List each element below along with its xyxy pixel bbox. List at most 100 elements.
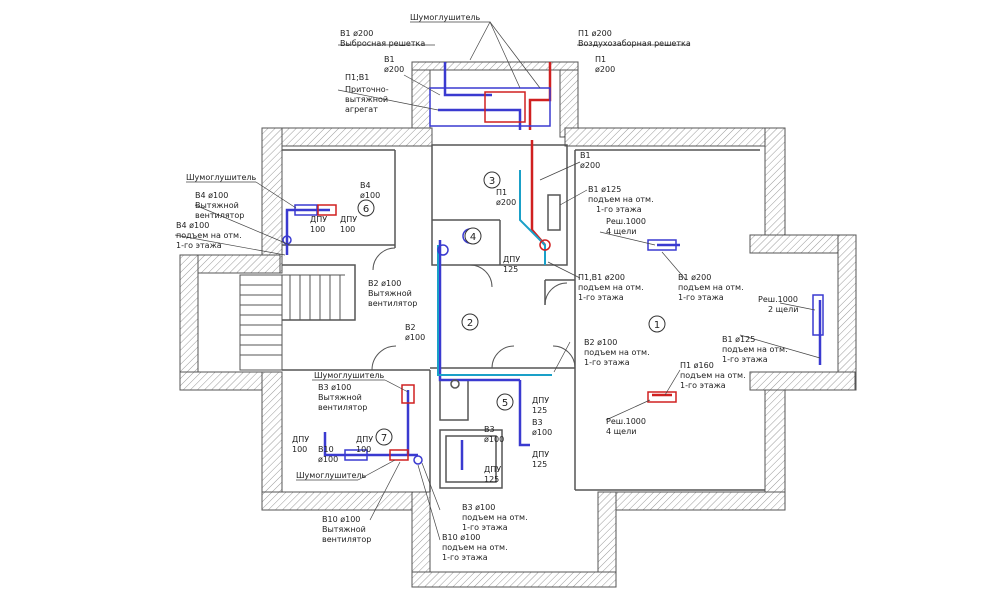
b2-fan-desc-1: Вытяжной [368,289,412,298]
dpu-d-label: ДПУ [356,435,373,444]
dpu125-label: ДПУ [503,255,520,264]
p1b1-rise-desc-2: 1-го этажа [578,293,624,302]
b3-fan-desc-2: вентилятор [318,403,367,412]
resh3-label: Реш.1000 [606,417,646,426]
silencer-label-left: Шумоглушитель [186,173,256,182]
b4-rise-desc-1: подъем на отм. [176,231,242,240]
dpu125-4-label: ДПУ [484,465,501,474]
room-number: 2 [467,318,473,329]
b1-200-desc-1: подъем на отм. [678,283,744,292]
b1-125-desc-2: 1-го этажа [596,205,642,214]
b10-fan-label: В10 ø100 [322,515,360,524]
b10-rise-desc-1: подъем на отм. [442,543,508,552]
b10-fan-desc-1: Вытяжной [322,525,366,534]
walls [179,61,857,588]
dpu-size: 100 [310,225,325,234]
b1-top-size: ø200 [384,65,404,74]
room-marker-5: 5 [496,393,514,411]
b1-125r-desc-2: 1-го этажа [722,355,768,364]
dpu125-3-label: ДПУ [532,450,549,459]
room-marker-2: 2 [461,313,479,331]
silencer-label-mid: Шумоглушитель [314,371,384,380]
dpu125-2-size: 125 [532,406,547,415]
b1-125-desc-1: подъем на отм. [588,195,654,204]
resh2-desc: 2 щели [768,305,798,314]
b1-200-label: В1 ø200 [678,273,711,282]
b2-fan-desc-2: вентилятор [368,299,417,308]
b1-125r-label: В1 ø125 [722,335,755,344]
b3-fan-label: В3 ø100 [318,383,351,392]
p1b1-rise-desc-1: подъем на отм. [578,283,644,292]
b2-rise-desc-1: подъем на отм. [584,348,650,357]
interior-walls [282,144,765,492]
p1-intake-label: П1 ø200 [578,29,612,38]
dpu125-2-label: ДПУ [532,396,549,405]
b2-mid-label: В2 [405,323,416,332]
b10-room-label: В10 [318,445,334,454]
room-marker-4: 4 [464,227,482,245]
b1-mid-label: В1 [580,151,591,160]
silencer-label-top: Шумоглушитель [410,13,480,22]
room-marker-7: 7 [375,428,393,446]
b10-rise-desc-2: 1-го этажа [442,553,488,562]
dpu-d-size: 100 [356,445,371,454]
p1-mid-size: ø200 [496,198,516,207]
room-number: 5 [502,398,508,409]
b2-mid-size: ø100 [405,333,425,342]
b1-mid-size: ø200 [580,161,600,170]
dpu125-size: 125 [503,265,518,274]
b10-rise-label: В10 ø100 [442,533,480,542]
room-markers: 1 2 3 4 5 6 7 [357,171,666,446]
b4-room-size: ø100 [360,191,380,200]
p1b1-rise-label: П1,В1 ø200 [578,273,625,282]
leader-lines [174,21,821,541]
dpu-label: ДПУ [310,215,327,224]
p1-top-label: П1 [595,55,606,64]
room-marker-6: 6 [357,199,375,217]
room-number: 7 [381,433,387,444]
b3-rise-desc-2: 1-го этажа [462,523,508,532]
b4-rise-desc-2: 1-го этажа [176,241,222,250]
p1-160-label: П1 ø160 [680,361,714,370]
b10-fan-desc-2: вентилятор [322,535,371,544]
p1-intake-desc: Воздухозаборная решетка [578,39,691,48]
b4-fan-desc-1: Вытяжной [195,201,239,210]
b3-rise-label: В3 ø100 [462,503,495,512]
resh-label: Реш.1000 [606,217,646,226]
b10-room-size: ø100 [318,455,338,464]
room-marker-1: 1 [648,315,666,333]
room-marker-3: 3 [483,171,501,189]
dpu125-4-size: 125 [484,475,499,484]
b3-c-label: В3 [484,425,495,434]
unit-desc-3: агрегат [345,105,378,114]
b2-rise-desc-2: 1-го этажа [584,358,630,367]
b3-r-label: В3 [532,418,543,427]
dpu125-3-size: 125 [532,460,547,469]
p1-mid-label: П1 [496,188,507,197]
b3-c-size: ø100 [484,435,504,444]
p1-top-size: ø200 [595,65,615,74]
b2-rise-label: В2 ø100 [584,338,617,347]
b1-125-label: В1 ø125 [588,185,621,194]
dpu-label: ДПУ [340,215,357,224]
p1-160-desc-2: 1-го этажа [680,381,726,390]
p1-160-desc-1: подъем на отм. [680,371,746,380]
b4-room-label: В4 [360,181,371,190]
annotations: Шумоглушитель В1 ø200 Выбросная решетка … [176,13,798,562]
cyan-ducts [437,170,552,376]
room-number: 1 [654,320,660,331]
staircase [239,274,345,371]
b4-fan-desc-2: вентилятор [195,211,244,220]
b1-top-label: В1 [384,55,395,64]
b4-rise-label: В4 ø100 [176,221,209,230]
unit-desc-2: вытяжной [345,95,388,104]
b1-grille-label: В1 ø200 [340,29,373,38]
b1-200-desc-2: 1-го этажа [678,293,724,302]
unit-desc-1: Приточно- [345,85,389,94]
dpu-c-label: ДПУ [292,435,309,444]
resh-desc: 4 щели [606,227,636,236]
b4-fan-label: В4 ø100 [195,191,228,200]
doors [371,247,576,371]
b2-fan-label: В2 ø100 [368,279,401,288]
